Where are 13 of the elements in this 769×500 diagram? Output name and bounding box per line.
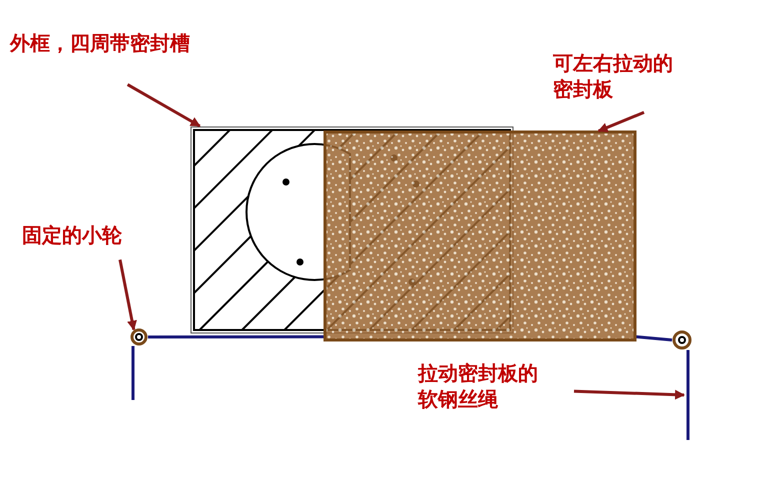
leader-arrow (126, 83, 201, 128)
leader-arrow (118, 259, 137, 331)
leader-arrow (574, 390, 685, 400)
leader-arrow (598, 111, 645, 132)
rope-line (148, 335, 324, 338)
pulley-wheel (130, 328, 148, 346)
rope-line (636, 335, 672, 342)
callout-text: 拉动密封板的软钢丝绳 (418, 360, 548, 412)
pulley-wheel (672, 330, 692, 350)
callout-text: 可左右拉动的密封板 (553, 50, 683, 102)
callout-text: 外框，四周带密封槽 (10, 30, 290, 56)
callout-text: 固定的小轮 (22, 222, 162, 248)
sliding-seal-plate (324, 131, 636, 341)
